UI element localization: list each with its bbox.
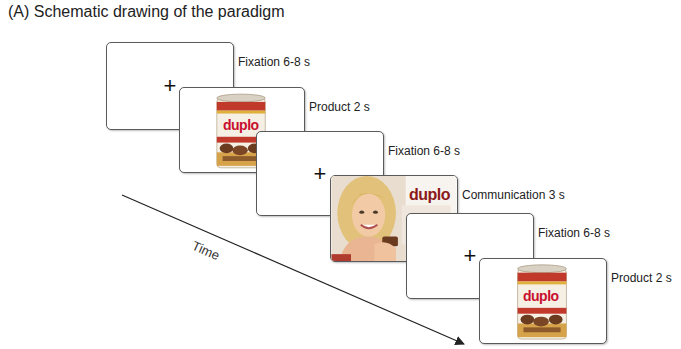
- frame-content-slot: duplo: [223, 116, 259, 134]
- stage-label-slot: Fixation 6-8 s: [388, 141, 460, 159]
- frame-content-slot: duplo: [409, 186, 450, 204]
- fixation-cross: +: [464, 245, 477, 267]
- brand-logo: duplo: [523, 288, 559, 304]
- figure-title: (A) Schematic drawing of the paradigm: [8, 3, 285, 21]
- stage-label: Communication 3 s: [462, 188, 565, 202]
- axis-label: Time: [190, 238, 222, 263]
- stage-label-slot: Fixation 6-8 s: [538, 223, 610, 241]
- frame-content-slot: duplo: [523, 287, 559, 305]
- stage-label: Product 2 s: [309, 100, 370, 114]
- stage-label: Fixation 6-8 s: [388, 144, 460, 158]
- stage-label-slot: Product 2 s: [309, 97, 370, 115]
- stage-label: Product 2 s: [611, 271, 672, 285]
- brand-logo: duplo: [223, 117, 259, 133]
- fixation-cross: +: [164, 75, 177, 97]
- brand-logo: duplo: [409, 186, 450, 204]
- stage-label: Fixation 6-8 s: [538, 226, 610, 240]
- stage-label: Fixation 6-8 s: [238, 55, 310, 69]
- stage-label-slot: Product 2 s: [611, 268, 672, 286]
- stage-label-slot: Fixation 6-8 s: [238, 52, 310, 70]
- screen-frame: duploProduct 2 s: [479, 258, 607, 344]
- fixation-cross: +: [314, 163, 327, 185]
- stage-label-slot: Communication 3 s: [462, 185, 565, 203]
